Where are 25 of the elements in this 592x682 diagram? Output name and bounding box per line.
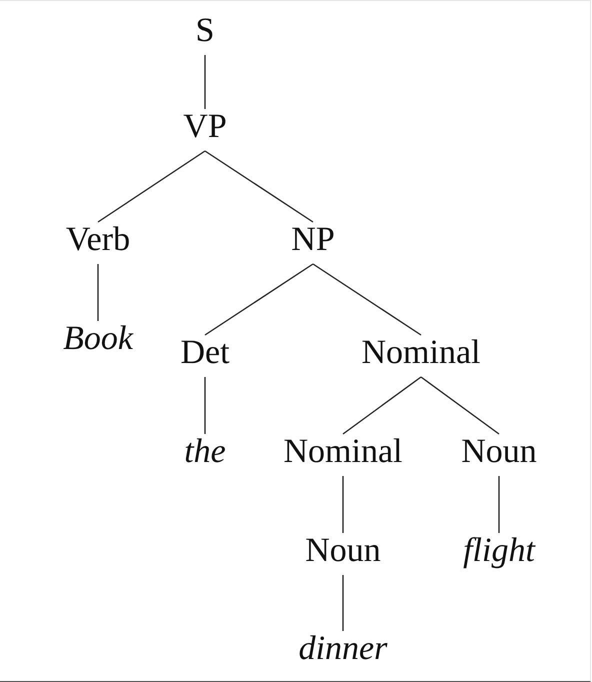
category-label: VP — [182, 108, 228, 150]
tree-branch — [204, 263, 314, 336]
word-leaf: flight — [462, 532, 536, 574]
tree-branch — [97, 264, 99, 321]
tree-branch — [420, 376, 500, 435]
tree-branch — [342, 376, 422, 435]
category-label: Det — [179, 334, 231, 376]
tree-branch — [342, 575, 344, 631]
tree-branch — [204, 377, 206, 434]
category-label: Noun — [304, 532, 382, 574]
word-leaf: dinner — [298, 630, 388, 672]
category-label: Nominal — [282, 433, 404, 475]
category-label: Nominal — [360, 334, 482, 376]
tree-branch — [342, 476, 344, 533]
word-leaf: the — [183, 433, 227, 475]
tree-branch — [312, 263, 422, 336]
tree-branch — [98, 150, 206, 223]
tree-branch — [204, 150, 314, 223]
tree-branch — [498, 476, 500, 533]
tree-branch — [204, 55, 206, 109]
category-label: S — [194, 12, 216, 54]
word-leaf: Book — [62, 320, 134, 362]
category-label: Noun — [460, 433, 538, 475]
category-label: NP — [290, 221, 336, 263]
category-label: Verb — [64, 221, 132, 263]
